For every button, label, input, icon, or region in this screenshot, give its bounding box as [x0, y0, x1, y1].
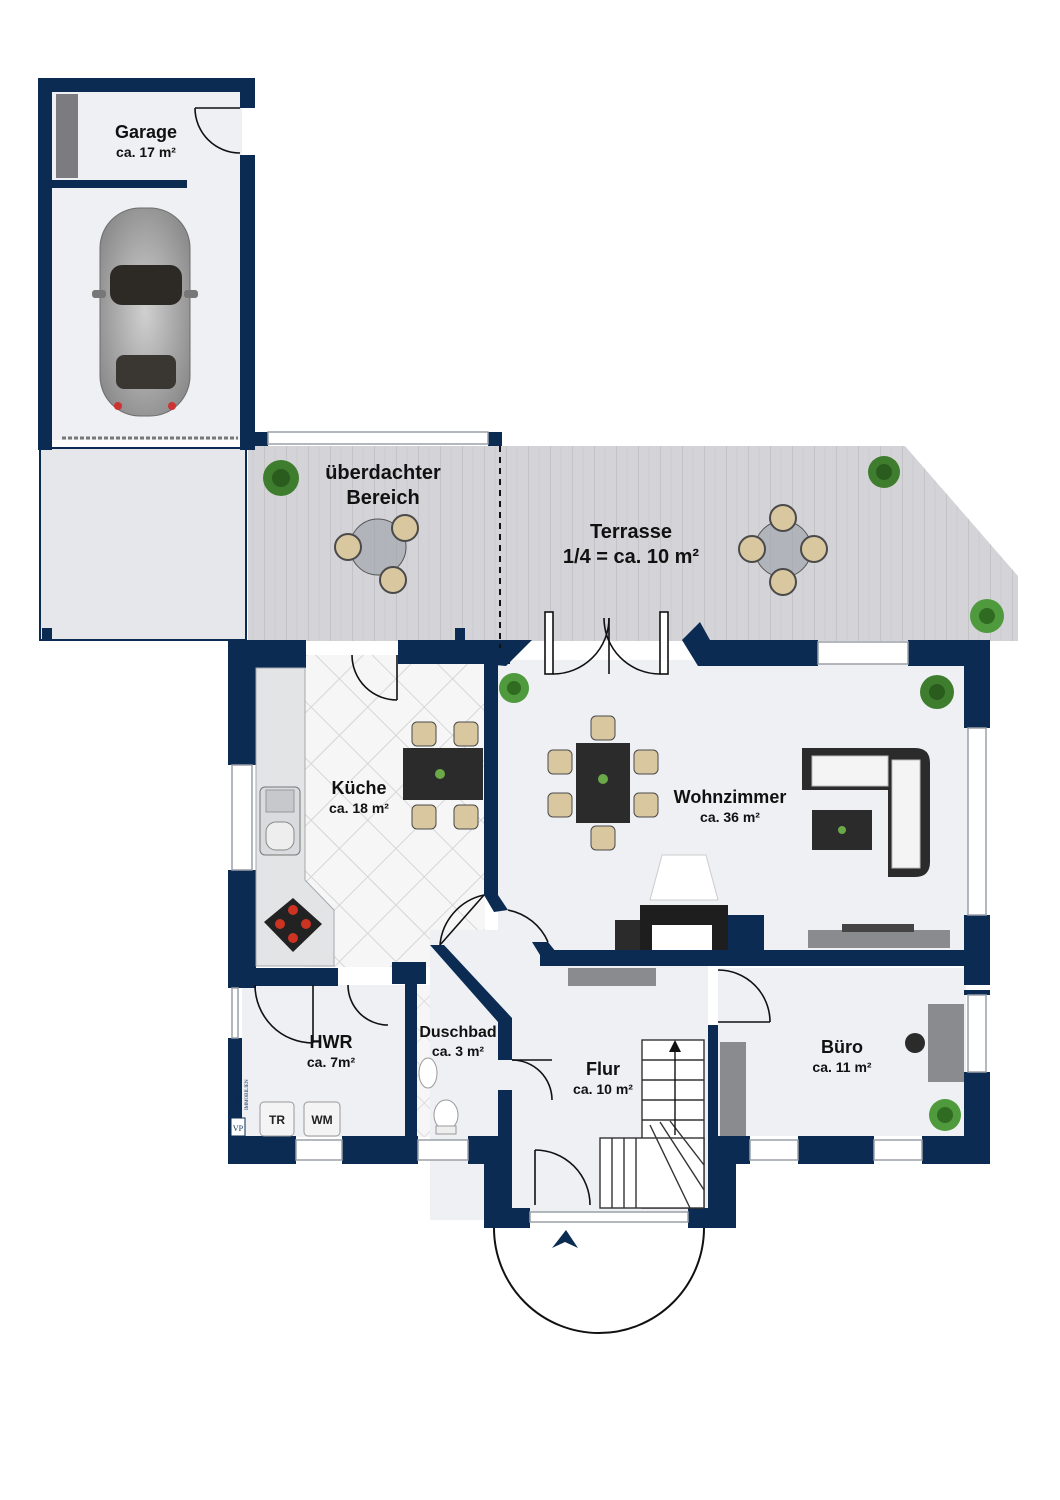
terrace-area: 1/4 = ca. 10 m² [563, 546, 700, 568]
covered-area-name-line2: Bereich [346, 487, 419, 509]
tv-board [808, 924, 950, 948]
shower-name: Duschbad [419, 1024, 496, 1041]
table-icon [334, 514, 419, 594]
stove-icon [264, 898, 322, 952]
washer-appliance: WM [303, 1101, 341, 1137]
dryer-appliance: TR [259, 1101, 295, 1137]
kitchen-area: ca. 18 m² [329, 800, 389, 816]
logo-sub: IMMOBILIEN [245, 1079, 250, 1110]
walls [38, 78, 990, 1228]
dryer-label: TR [269, 1113, 285, 1127]
stairs-icon [599, 1039, 705, 1209]
sideboard [568, 968, 656, 986]
washer-label: WM [311, 1113, 332, 1127]
garage-area: ca. 17 m² [116, 144, 176, 160]
washbasin [418, 1057, 438, 1089]
table-icon [547, 715, 659, 851]
entrance-arrow-icon [552, 1230, 578, 1248]
plant-icon [929, 1099, 961, 1131]
front-landing [493, 1227, 705, 1334]
utility-area: ca. 7m² [307, 1054, 356, 1070]
hall-area: ca. 10 m² [573, 1081, 633, 1097]
hall-name: Flur [586, 1059, 620, 1079]
garage-name: Garage [115, 122, 177, 142]
table-icon [738, 504, 828, 596]
desk [905, 1004, 964, 1082]
terrace-deck [248, 446, 1018, 641]
office-floor [718, 968, 966, 1136]
brand-logo: VP VON POLL IMMOBILIEN [230, 1074, 250, 1137]
plant-icon [868, 456, 900, 488]
toilet-icon [433, 1099, 459, 1135]
covered-area-name-line1: überdachter [325, 462, 441, 484]
driveway-pavement [39, 447, 247, 641]
living-name: Wohnzimmer [674, 787, 787, 807]
table-icon [403, 721, 483, 830]
utility-name: HWR [310, 1032, 353, 1052]
plant-icon [263, 460, 299, 496]
plant-icon [920, 675, 954, 709]
plant-icon [499, 673, 529, 703]
office-area: ca. 11 m² [812, 1059, 871, 1075]
kitchen-name: Küche [331, 778, 386, 798]
car-icon [92, 207, 198, 417]
office-cabinet [720, 1042, 746, 1136]
plant-icon [970, 599, 1004, 633]
office-name: Büro [821, 1037, 863, 1057]
sink-icon [259, 786, 301, 856]
windows [231, 641, 987, 1223]
garage-shelf [56, 94, 78, 178]
living-area: ca. 36 m² [700, 809, 760, 825]
doors [194, 107, 771, 1206]
logo-name: VON POLL [234, 1074, 243, 1113]
sofa-icon [802, 748, 930, 877]
shower-area: ca. 3 m² [432, 1043, 484, 1059]
fireplace [615, 854, 728, 950]
logo-mark: VP [233, 1124, 244, 1133]
terrace-name: Terrasse [590, 521, 672, 543]
